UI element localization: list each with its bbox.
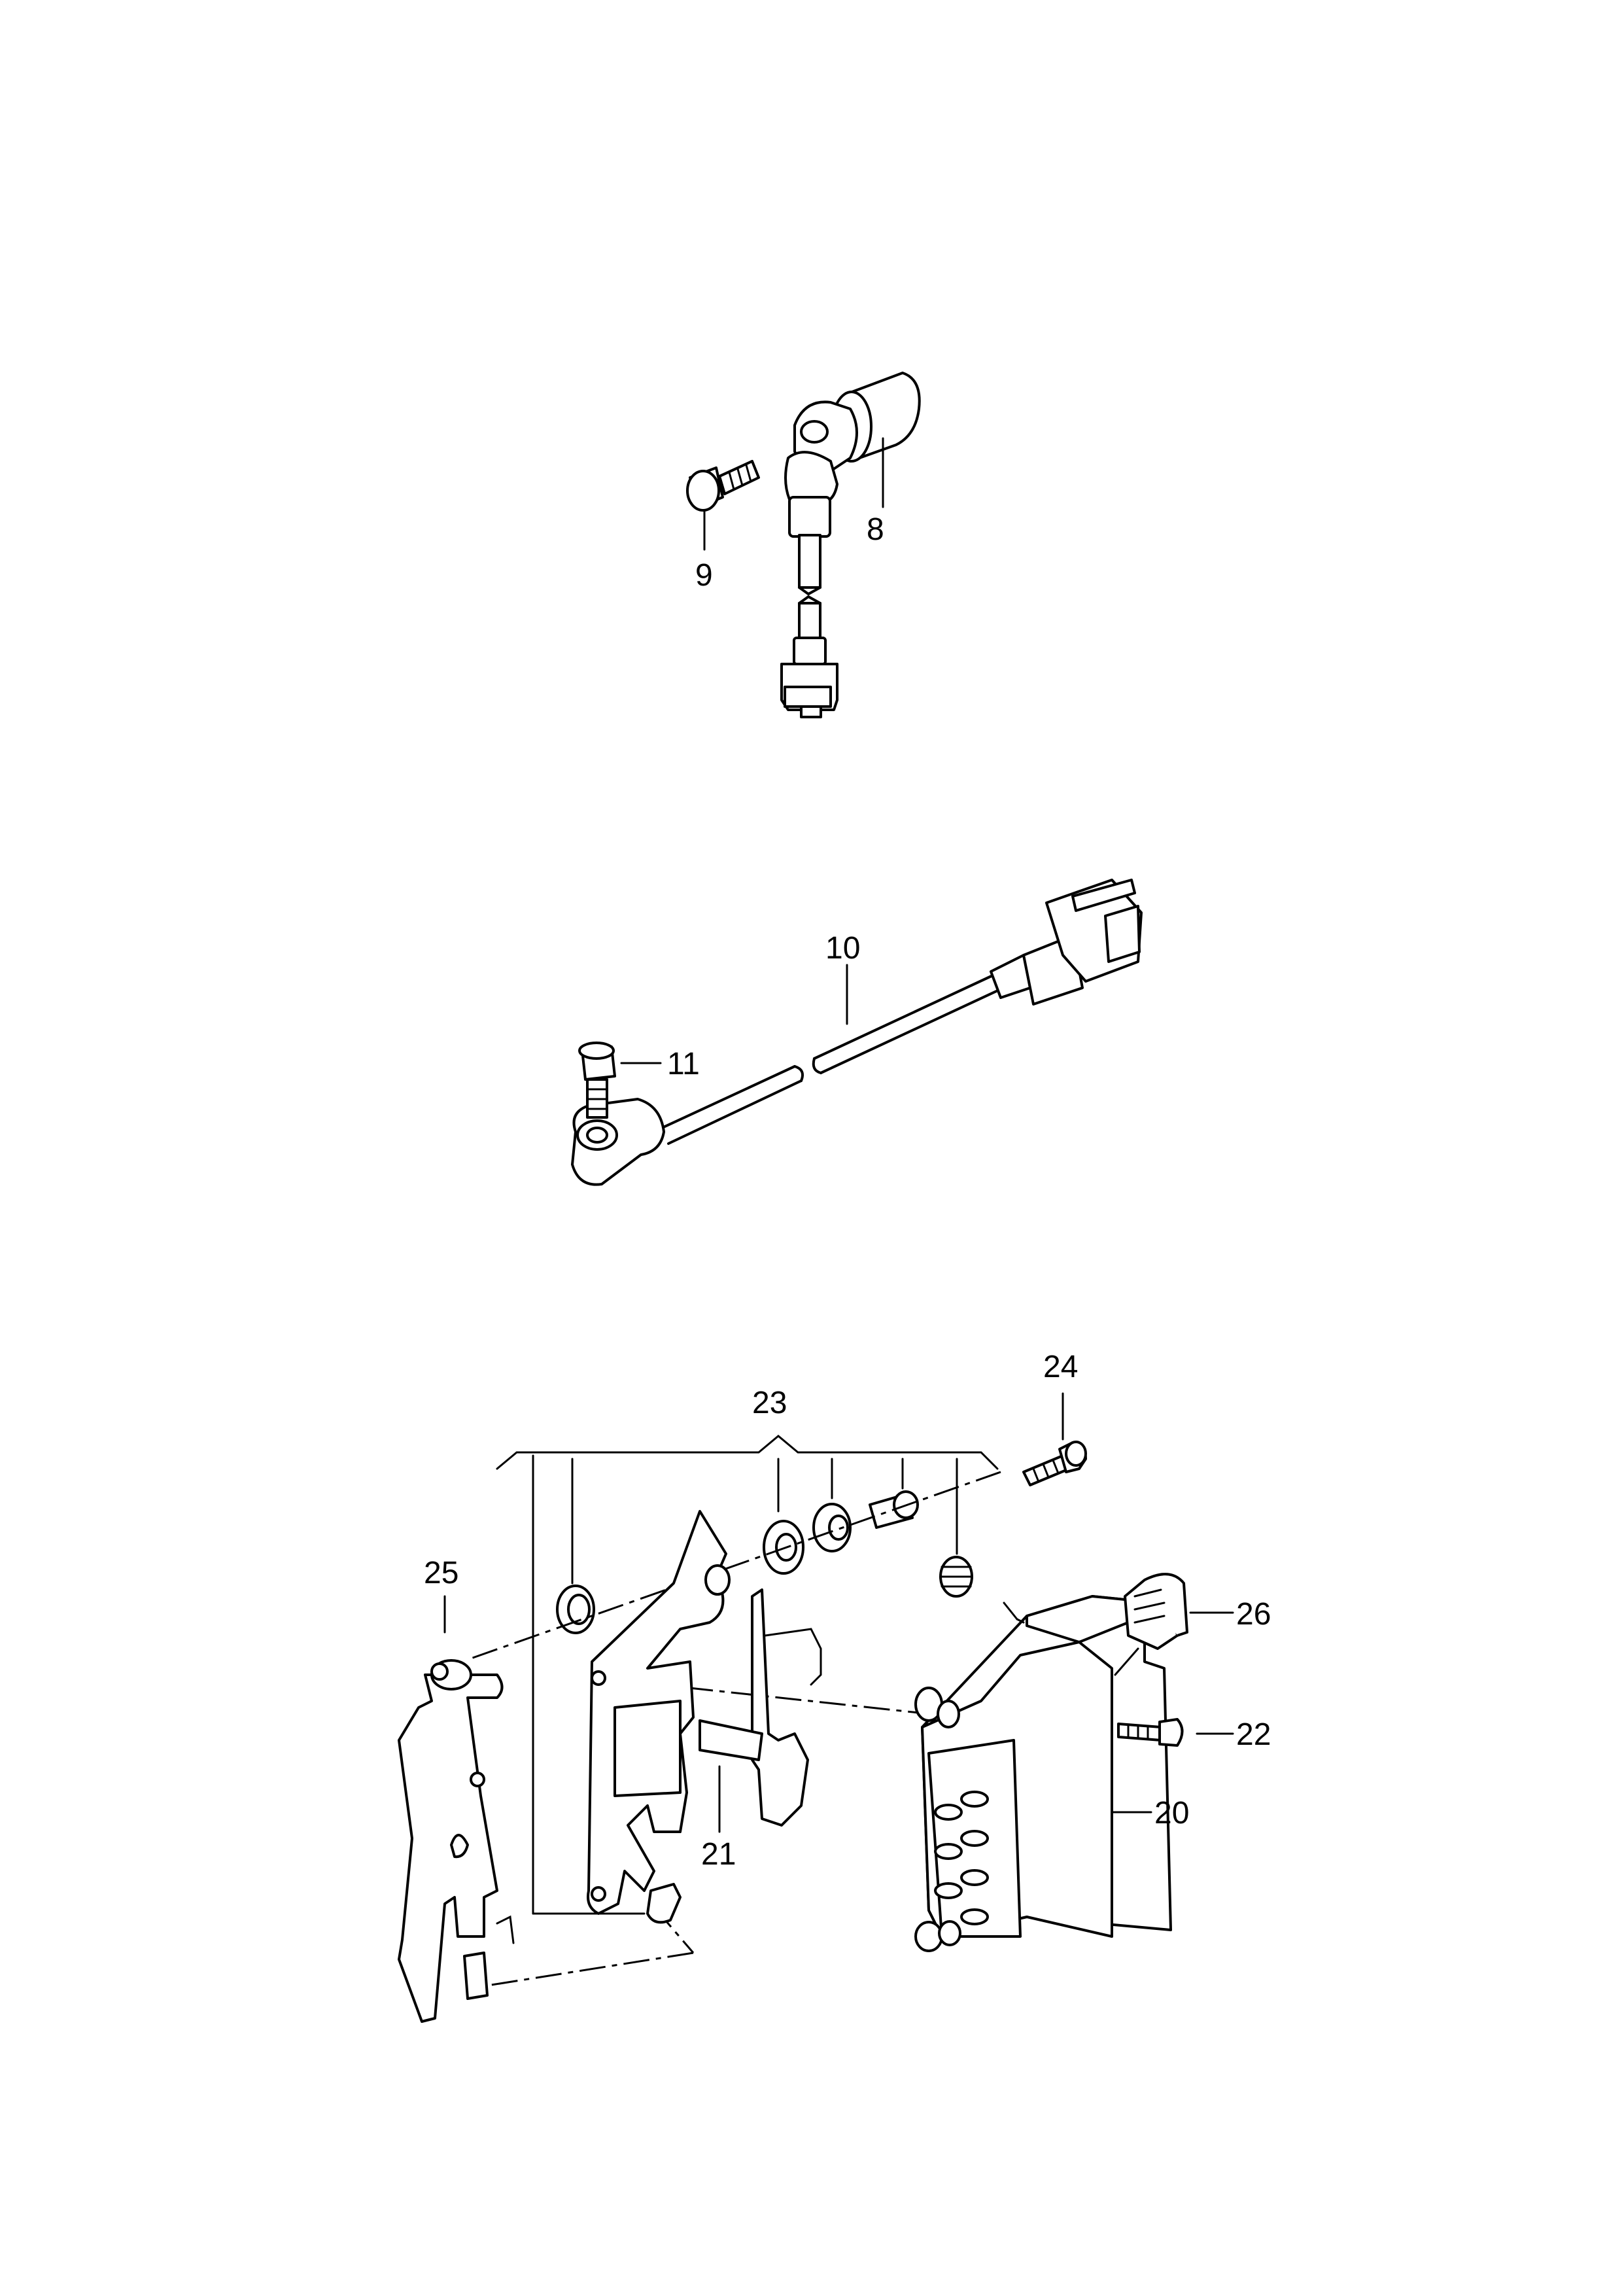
callout-20: 20 [1154, 1796, 1189, 1831]
callout-22: 22 [1236, 1717, 1271, 1752]
callout-21: 21 [701, 1837, 736, 1872]
sensor-10-assembly [571, 879, 1143, 1186]
callout-23: 23 [752, 1386, 787, 1420]
connector-pins [934, 1791, 989, 1925]
callout-11: 11 [667, 1047, 700, 1081]
control-unit-assembly [398, 1392, 1234, 2023]
callout-25: 25 [424, 1556, 458, 1590]
sensor-8-assembly [686, 372, 921, 718]
callout-9: 9 [695, 558, 713, 593]
callout-8: 8 [867, 512, 884, 547]
callout-labels: 8 9 10 11 20 21 22 23 24 25 26 [424, 512, 1271, 1872]
callout-10: 10 [825, 931, 860, 966]
callout-24: 24 [1043, 1350, 1078, 1384]
callout-26: 26 [1236, 1597, 1271, 1632]
